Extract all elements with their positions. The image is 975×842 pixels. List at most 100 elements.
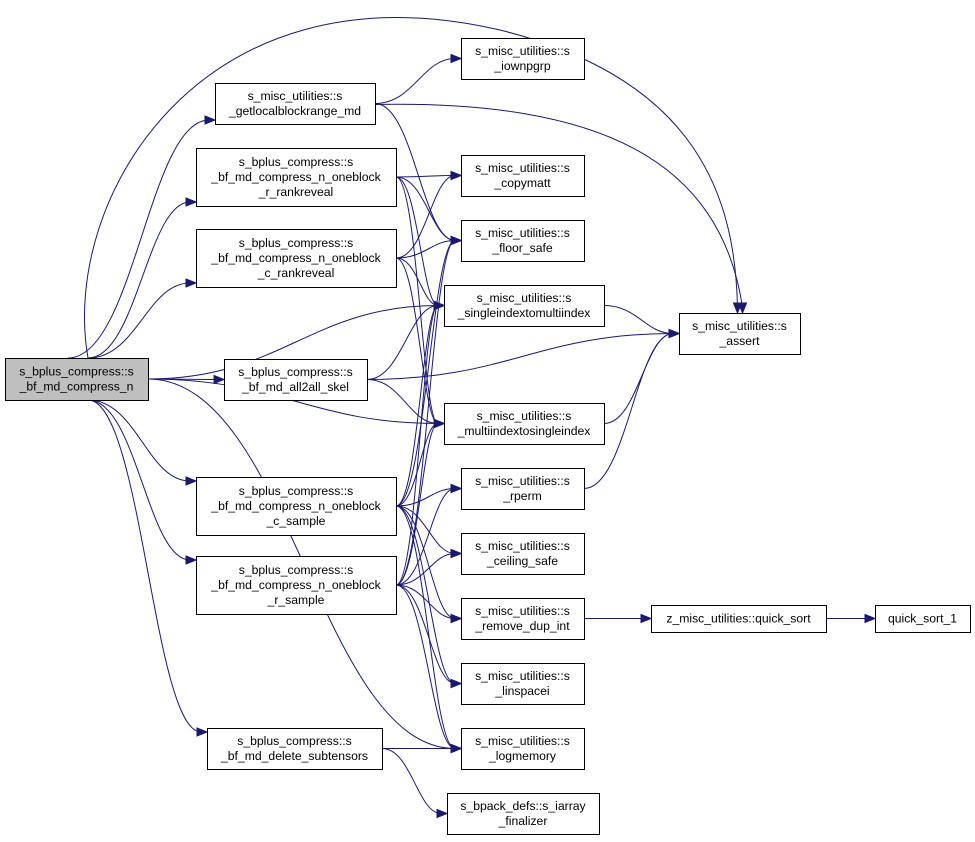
node-quicksort[interactable]: z_misc_utilities::quick_sort (651, 605, 827, 633)
node-box (651, 605, 827, 633)
node-single2multi[interactable]: s_misc_utilities::s_singleindextomultiin… (444, 285, 605, 327)
node-box (444, 403, 605, 445)
node-label-line: s_misc_utilities::s (475, 44, 570, 58)
node-label-line: s_misc_utilities::s (475, 161, 570, 175)
edge-root-to-getlocal (67, 115, 217, 359)
node-box (196, 229, 397, 288)
node-finalizer[interactable]: s_bpack_defs::s_iarray_finalizer (447, 793, 600, 835)
node-delsub[interactable]: s_bplus_compress::s_bf_md_delete_subtens… (207, 728, 383, 770)
edge-rsample-to-multi2single (395, 418, 446, 586)
node-label-line: s_misc_utilities::s (475, 474, 570, 488)
node-label-line: s_bplus_compress::s (239, 563, 353, 577)
edge-csample-to-single2multi (395, 300, 446, 507)
node-label-line: z_misc_utilities::quick_sort (666, 612, 811, 626)
node-linspacei[interactable]: s_misc_utilities::s_linspacei (461, 663, 585, 705)
edge-csample-to-floorsafe (395, 235, 463, 507)
node-iownpgrp[interactable]: s_misc_utilities::s_iownpgrp (461, 38, 585, 80)
node-label-line: s_misc_utilities::s (475, 539, 570, 553)
edge-quicksort-to-quicksort1 (826, 613, 877, 624)
node-label-line: _multiindextosingleindex (457, 424, 591, 438)
edge-rsample-to-ceilsafe (395, 548, 463, 586)
node-label-line: quick_sort_1 (888, 612, 957, 626)
node-label-line: s_bplus_compress::s (19, 365, 133, 379)
node-label-line: _ceiling_safe (486, 554, 558, 568)
edge-root-to-delsub (87, 399, 209, 737)
node-label-line: s_misc_utilities::s (248, 89, 343, 103)
call-nodes: s_bplus_compress::s_bf_md_compress_ns_mi… (5, 38, 971, 835)
edge-rsample-to-single2multi (395, 300, 446, 586)
node-box (215, 83, 376, 125)
node-label-line: _assert (719, 334, 761, 348)
node-label-line: _r_rankreveal (258, 185, 334, 199)
node-label-line: _logmemory (488, 749, 557, 763)
node-label-line: _remove_dup_int (474, 619, 570, 633)
node-label-line: s_misc_utilities::s (475, 734, 570, 748)
node-label-line: _rperm (502, 489, 542, 503)
node-label-line: _bf_md_delete_subtensors (220, 749, 368, 763)
node-label-line: s_misc_utilities::s (475, 226, 570, 240)
node-label-line: s_bplus_compress::s (239, 484, 353, 498)
node-box (461, 155, 585, 197)
node-label-line: _c_sample (266, 514, 326, 528)
node-label-line: s_misc_utilities::s (477, 291, 572, 305)
node-floorsafe[interactable]: s_misc_utilities::s_floor_safe (461, 220, 585, 262)
node-box (461, 220, 585, 262)
edge-csample-to-logmemory (395, 505, 463, 754)
edge-rsample-to-linspacei (395, 584, 463, 689)
edge-removedup-to-quicksort (584, 613, 653, 624)
node-quicksort1[interactable]: quick_sort_1 (875, 605, 971, 633)
edge-rsample-to-removedup (395, 584, 463, 624)
node-label-line: s_bplus_compress::s (237, 734, 351, 748)
node-all2all[interactable]: s_bplus_compress::s_bf_md_all2all_skel (224, 359, 368, 401)
node-ceilsafe[interactable]: s_misc_utilities::s_ceiling_safe (461, 533, 585, 575)
node-box (461, 728, 585, 770)
node-label-line: s_misc_utilities::s (477, 409, 572, 423)
node-label-line: _iownpgrp (493, 59, 550, 73)
node-crank[interactable]: s_bplus_compress::s_bf_md_compress_n_one… (196, 229, 397, 288)
edge-rsample-to-logmemory (395, 584, 463, 754)
node-label-line: _getlocalblockrange_md (228, 104, 361, 118)
node-box (196, 477, 397, 536)
node-box (207, 728, 383, 770)
node-box (444, 285, 605, 327)
node-rperm[interactable]: s_misc_utilities::s_rperm (461, 468, 585, 510)
edge-rsample-to-rperm (395, 483, 463, 586)
edge-getlocal-to-assert (374, 103, 748, 315)
edge-root-to-crank (87, 278, 198, 359)
edge-root-to-rsample (87, 399, 198, 565)
node-label-line: _bf_md_compress_n (19, 380, 134, 394)
node-label-line: s_misc_utilities::s (475, 669, 570, 683)
node-label-line: s_bpack_defs::s_iarray (460, 799, 586, 813)
node-label-line: _bf_md_compress_n_oneblock (210, 170, 381, 184)
node-label-line: _bf_md_compress_n_oneblock (210, 499, 381, 513)
edge-multi2single-to-assert (603, 328, 681, 424)
node-multi2single[interactable]: s_misc_utilities::s_multiindextosinglein… (444, 403, 605, 445)
node-box (679, 313, 801, 355)
node-label-line: _floor_safe (491, 241, 553, 255)
node-csample[interactable]: s_bplus_compress::s_bf_md_compress_n_one… (196, 477, 397, 536)
node-box (224, 359, 368, 401)
node-rsample[interactable]: s_bplus_compress::s_bf_md_compress_n_one… (196, 556, 397, 615)
node-assert[interactable]: s_misc_utilities::s_assert (679, 313, 801, 355)
node-logmemory[interactable]: s_misc_utilities::s_logmemory (461, 728, 585, 770)
edge-root-to-rrank (87, 197, 198, 359)
node-copymatt[interactable]: s_misc_utilities::s_copymatt (461, 155, 585, 197)
edge-all2all-to-assert (366, 328, 681, 380)
node-root[interactable]: s_bplus_compress::s_bf_md_compress_n (5, 358, 149, 401)
edge-delsub-to-logmemory (382, 743, 463, 754)
node-box (461, 663, 585, 705)
node-rrank[interactable]: s_bplus_compress::s_bf_md_compress_n_one… (196, 148, 397, 207)
node-box (5, 358, 149, 401)
node-box (196, 556, 397, 615)
node-label-line: s_bplus_compress::s (239, 155, 353, 169)
node-removedup[interactable]: s_misc_utilities::s_remove_dup_int (461, 598, 585, 640)
edge-root-to-csample (87, 399, 198, 486)
node-label-line: s_misc_utilities::s (475, 604, 570, 618)
node-label-line: _copymatt (493, 176, 551, 190)
node-box (461, 38, 585, 80)
node-label-line: _bf_md_compress_n_oneblock (210, 251, 381, 265)
node-label-line: s_bplus_compress::s (239, 236, 353, 250)
node-getlocal[interactable]: s_misc_utilities::s_getlocalblockrange_m… (215, 83, 376, 125)
edge-single2multi-to-assert (603, 305, 681, 339)
